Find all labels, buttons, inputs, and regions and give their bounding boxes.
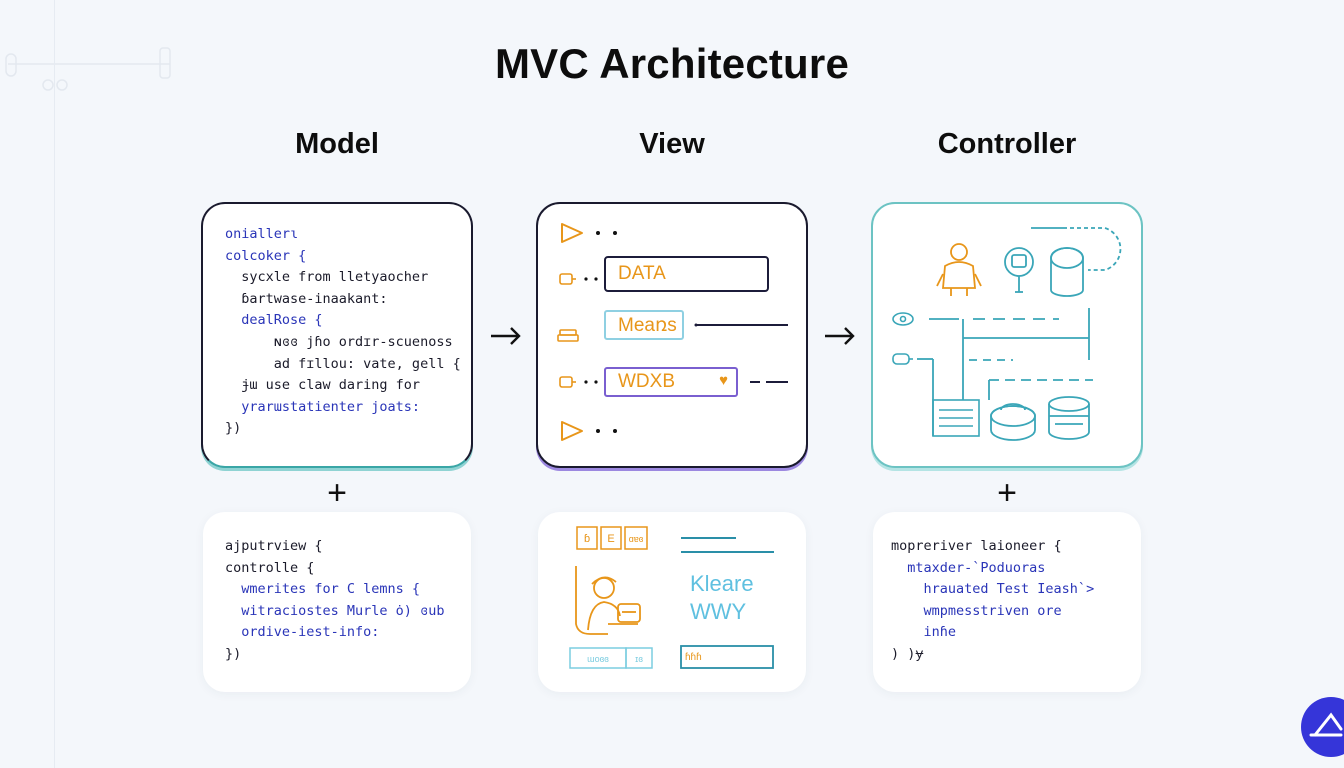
server-icon [1048, 396, 1090, 440]
code-line: sycxle from lletyaocher [225, 269, 429, 286]
code-line: controlle { [225, 559, 315, 576]
code-line: hrauated Test Ieash`> [891, 581, 1095, 598]
model-card: oniallerɩ colcoker { sycxle from lletyaoc… [201, 202, 473, 468]
controller-network-graphic [892, 227, 1122, 441]
tile-label: ɑɐɞ [628, 534, 644, 544]
data-field-label: DATA [618, 263, 666, 284]
means-field: Meaռs [604, 310, 684, 340]
tag-icon [559, 376, 576, 388]
model-lower-card: ajputrview { controlle { wmerites for C l… [203, 512, 471, 692]
column-heading-view: View [639, 128, 705, 160]
model-lower-code-block: ajputrview { controlle { wmerites for C l… [225, 536, 444, 666]
code-line: moprerivеr laioneer { [891, 538, 1062, 554]
code-line: ) )ɏ [891, 645, 924, 662]
code-line: ɓartwase-inaakant: [225, 290, 388, 307]
view-lower-card: ɓ E ɑɐɞ Kleare WWY ɯoɞɞ ɪɞ ɦɦɦ [538, 512, 806, 692]
view-lower-graphic [569, 526, 774, 669]
plus-icon: + [327, 474, 347, 512]
code-line: mtaxder-`Poduoras [891, 559, 1046, 576]
controller-card [871, 202, 1143, 468]
code-line: dealRose { [225, 312, 323, 329]
code-line: wmerites for C lemns { [225, 581, 421, 598]
tag-icon [559, 273, 576, 285]
plus-icon: + [997, 474, 1017, 512]
wdxb-field: WDXB ♥ [604, 367, 738, 397]
code-line: ɉɯ use claw daring for [225, 377, 421, 394]
code-line: inɦe [891, 624, 957, 641]
background-decoration [5, 47, 171, 91]
plug-icon [892, 353, 913, 365]
tile-label: ɯoɞɞ [587, 654, 609, 664]
person-working-icon [575, 566, 641, 635]
heart-icon: ♥ [719, 372, 728, 389]
arrow-right-icon [491, 327, 521, 345]
column-heading-controller: Controller [937, 128, 1077, 160]
column-heading-model: Model [295, 128, 379, 160]
view-card: DATA Meaռs WDXB ♥ [536, 202, 808, 468]
code-line: ad fɪllou: vate, gell { [225, 355, 461, 372]
controller-lower-code-block: moprerivеr laioneer { mtaxder-`Poduoras … [891, 536, 1094, 666]
person-icon [936, 243, 982, 296]
storage-icon [990, 403, 1036, 441]
code-line: witraciostes Murle ȯ) ɞub [225, 602, 445, 619]
brand-logo [1301, 697, 1344, 757]
arrow-right-icon [825, 327, 855, 345]
code-line: ajputrview { [225, 538, 323, 554]
eye-icon [892, 312, 914, 326]
tile-label: E [607, 533, 615, 545]
controller-lower-card: moprerivеr laioneer { mtaxder-`Poduoras … [873, 512, 1141, 692]
page-title: MVC Architecture [494, 40, 850, 87]
background-guide-line [54, 0, 55, 768]
play-icon [561, 421, 583, 441]
tile-label: ɓ [583, 533, 591, 545]
view-lower-heading-line: WWY [690, 599, 747, 624]
code-line: yrarɯstatienter joats: [225, 398, 421, 415]
gauge-icon [1004, 247, 1034, 293]
code-line: ɴɞɞ jɦo ordɪr-scuenoss [225, 333, 453, 350]
view-lower-heading-line: Kleare [690, 571, 754, 596]
code-line: }) [225, 420, 242, 437]
code-line: wmpmesstriven ore [891, 602, 1062, 619]
stack-icon [557, 329, 579, 342]
view-wireframe-graphic [557, 223, 788, 441]
database-icon [1050, 247, 1084, 297]
code-line: }) [225, 645, 242, 662]
code-line: oniallerɩ [225, 226, 299, 242]
triangle-logo-icon [1309, 712, 1343, 737]
view-lower-heading: Kleare WWY [690, 570, 754, 626]
document-icon [932, 399, 980, 437]
means-field-label: Meaռs [618, 314, 677, 336]
wdxb-field-label: WDXB [618, 371, 675, 392]
code-line: ordive-iest-info: [225, 624, 380, 641]
model-code-block: oniallerɩ colcoker { sycxle from lletyaoc… [225, 224, 461, 440]
code-line: colcoker { [225, 247, 307, 264]
bar-label: ɦɦɦ [685, 652, 702, 663]
data-field: DATA [604, 256, 769, 292]
play-icon [561, 223, 583, 243]
tile-label: ɪɞ [635, 654, 643, 664]
